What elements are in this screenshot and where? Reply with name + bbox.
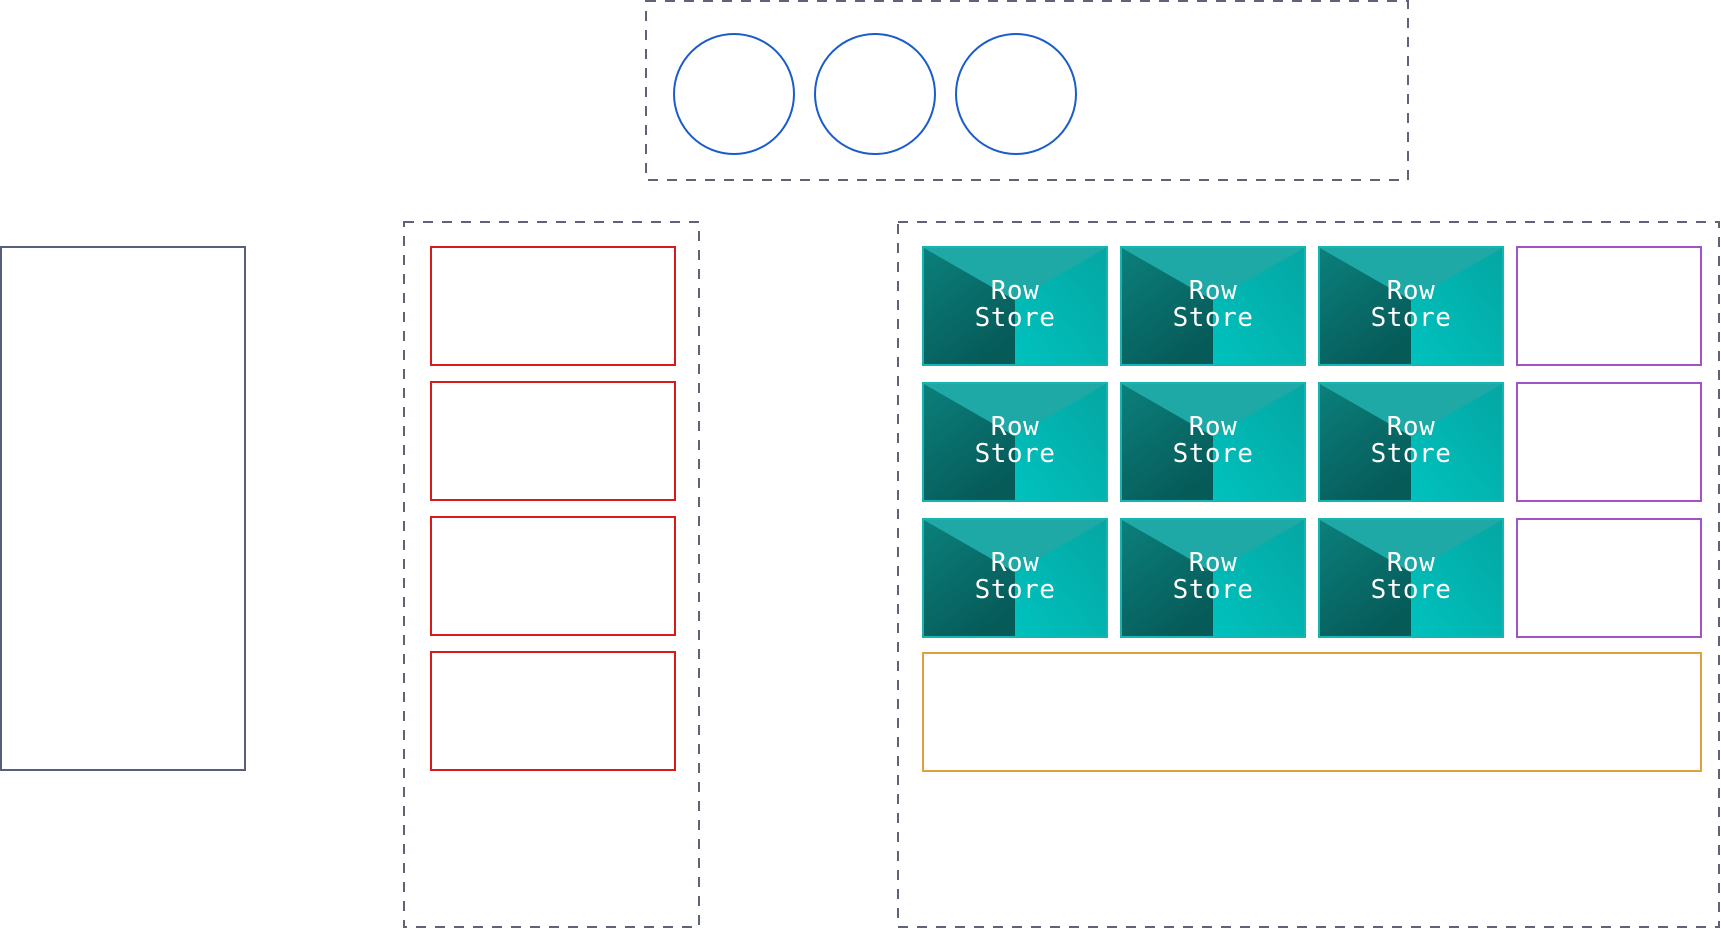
tile-label-line2: Store: [1370, 438, 1452, 469]
circle-node: [814, 33, 936, 155]
tile-facets: [1122, 248, 1304, 364]
purple-box: [1516, 246, 1702, 366]
tile-label-line2: Store: [1172, 574, 1254, 605]
left-box: [0, 246, 246, 771]
tile-facets: [924, 384, 1106, 500]
tile-label-line2: Store: [1370, 574, 1452, 605]
purple-box: [1516, 382, 1702, 502]
tile-facets: [1122, 384, 1304, 500]
tile-facets: [1320, 384, 1502, 500]
red-box: [430, 381, 676, 501]
red-box: [430, 246, 676, 366]
circle-node: [673, 33, 795, 155]
tile-label-line2: Store: [974, 574, 1056, 605]
circle-node: [955, 33, 1077, 155]
red-box: [430, 651, 676, 771]
tile-label-line1: Row: [1386, 411, 1436, 442]
red-box: [430, 516, 676, 636]
tile-label-line1: Row: [1188, 275, 1238, 306]
tile-label-line2: Store: [1370, 302, 1452, 333]
tile-label-line1: Row: [1188, 411, 1238, 442]
tile-label-line1: Row: [990, 275, 1040, 306]
tile-label-line2: Store: [1172, 438, 1254, 469]
tile-label-line1: Row: [990, 411, 1040, 442]
tile-label-line2: Store: [1172, 302, 1254, 333]
tile-facets: [924, 520, 1106, 636]
tile-facets: [1320, 520, 1502, 636]
tile-label-line1: Row: [1386, 547, 1436, 578]
tile-facets: [1320, 248, 1502, 364]
tile-label-line1: Row: [1386, 275, 1436, 306]
tile-label-line2: Store: [974, 302, 1056, 333]
tile-facets: [924, 248, 1106, 364]
tile-label-line1: Row: [1188, 547, 1238, 578]
purple-box: [1516, 518, 1702, 638]
tile-label-line2: Store: [974, 438, 1056, 469]
tile-facets: [1122, 520, 1304, 636]
tile-label-line1: Row: [990, 547, 1040, 578]
orange-bar: [922, 652, 1702, 772]
